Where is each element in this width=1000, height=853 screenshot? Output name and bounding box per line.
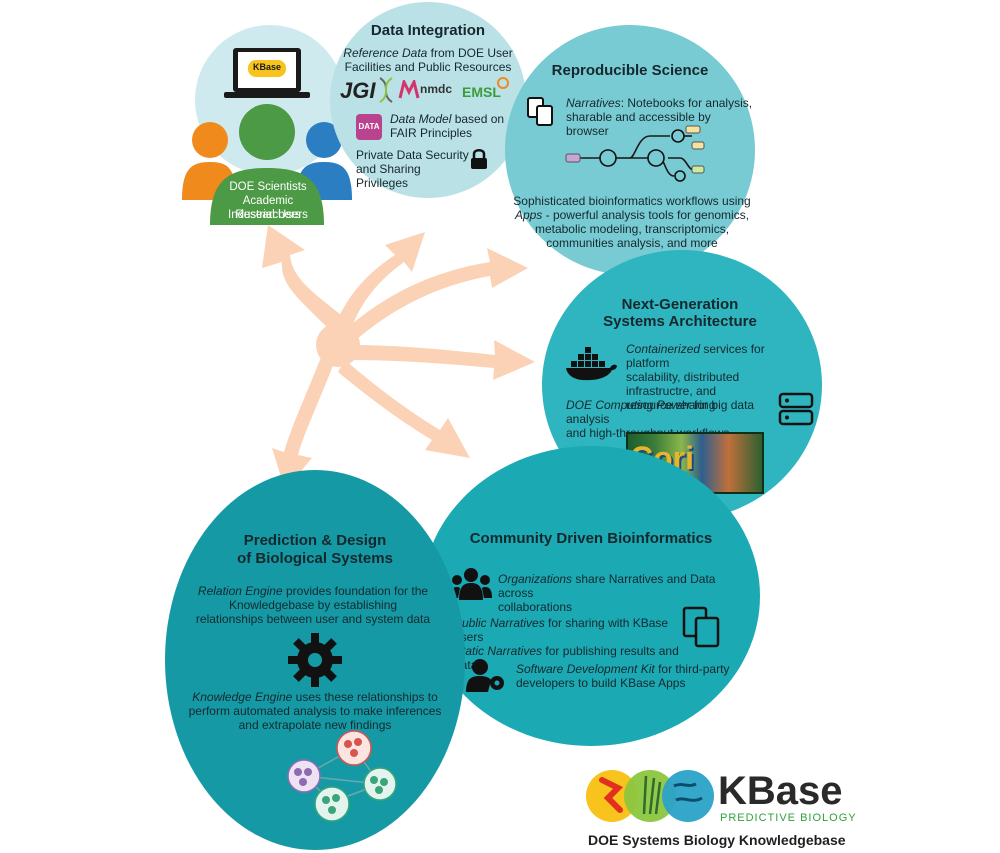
sdk-developer-icon (466, 659, 504, 692)
arrow-to-users (262, 225, 345, 330)
user-blue-icon (306, 122, 342, 158)
containerized-text: Containerized services for platform scal… (626, 342, 765, 412)
reproducible-circle (505, 25, 755, 275)
gear-icon (288, 633, 342, 687)
dna-icon (379, 77, 393, 103)
nmdc-mark-icon (398, 80, 420, 99)
users-graphic (182, 48, 352, 225)
brand-name: KBase (718, 769, 843, 813)
emsl-mark-icon (497, 77, 509, 89)
organizations-icon (450, 568, 492, 600)
narratives-text: Narratives: Notebooks for analysis, shar… (566, 96, 753, 138)
relation-engine-text: Relation Engine provides foundation for … (195, 584, 431, 626)
arrow-to-community (338, 360, 470, 458)
user-orange-icon (192, 122, 228, 158)
users-label-1: DOE Scientists (229, 181, 307, 193)
emsl-logo: EMSL (462, 84, 501, 100)
jgi-logo: JGI (340, 78, 376, 103)
public-narratives-text: Public Narratives for sharing with KBase… (454, 616, 679, 672)
users-label-3: Industrial Users (228, 209, 308, 221)
users-label-2: Academic Researchers (235, 195, 301, 221)
knowledge-network-graph (287, 730, 397, 822)
workflow-graph (565, 125, 705, 182)
brand-subtitle: DOE Systems Biology Knowledgebase (588, 832, 846, 848)
arrow-to-nextgen (350, 340, 535, 380)
docker-whale-icon (566, 347, 617, 381)
reproducible-title: Reproducible Science (551, 62, 709, 79)
server-icon (778, 392, 814, 426)
data-badge-icon (356, 114, 382, 140)
arrow-to-data-integration (335, 232, 425, 332)
user-green-icon (239, 104, 295, 160)
kbase-logo-circles (586, 770, 714, 822)
workflows-text: Sophisticated bioinformatics workflows u… (513, 194, 751, 250)
brand-tagline: PREDICTIVE BIOLOGY (720, 812, 857, 824)
narrative-share-icon (682, 606, 720, 648)
data-model-text: Data Model based on FAIR Principles (390, 112, 505, 140)
sdk-text: Software Development Kit for third-party… (516, 662, 730, 690)
data-badge-label: DATA (358, 122, 380, 131)
data-integration-title: Data Integration (370, 22, 486, 39)
laptop-logo: KBase (252, 62, 281, 72)
narrative-copy-icon (527, 97, 553, 126)
lock-icon (471, 149, 487, 169)
community-title: Community Driven Bioinformatics (469, 530, 713, 547)
data-integration-circle (330, 2, 526, 198)
knowledge-engine-text: Knowledge Engine uses these relationship… (188, 690, 442, 732)
organizations-text: Organizations share Narratives and Data … (498, 572, 716, 614)
reference-data-text: Reference Data from DOE User Facilities … (343, 46, 513, 74)
nmdc-logo: nmdc (420, 82, 453, 96)
security-text: Private Data Security and Sharing Privil… (356, 148, 469, 190)
arrow-to-reproducible (345, 248, 528, 340)
arrow-to-prediction (272, 355, 335, 490)
